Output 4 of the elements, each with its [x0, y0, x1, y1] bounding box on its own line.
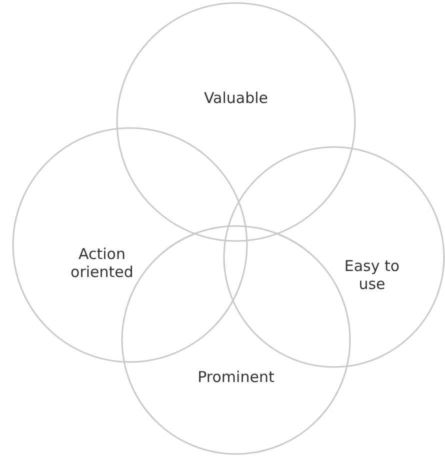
circle-label: Prominent: [196, 368, 276, 386]
circle-label: Action oriented: [70, 245, 134, 281]
circle-label: Easy to use: [343, 257, 401, 293]
circle-label: Valuable: [202, 89, 270, 107]
